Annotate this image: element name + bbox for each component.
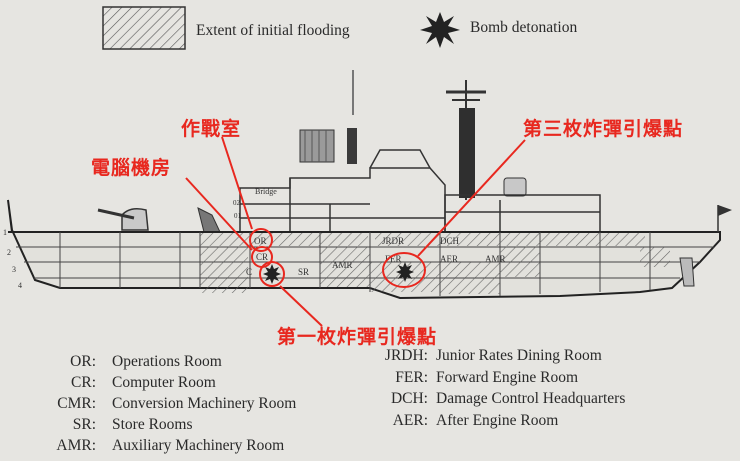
deck-4-label: 4	[18, 281, 22, 290]
computer-room-pointer	[185, 177, 253, 251]
amr-aft-label: AMR	[485, 254, 506, 264]
forward-gun	[97, 207, 221, 233]
abbr-key: FER:	[395, 369, 428, 386]
abbr-value: Conversion Machinery Room	[112, 395, 297, 412]
mast	[299, 70, 527, 200]
dch-label: DCH	[440, 236, 460, 246]
flooding-legend-label: Extent of initial flooding	[196, 22, 350, 39]
abbr-value: Store Rooms	[112, 416, 193, 433]
abbr-value: Damage Control Headquarters	[436, 390, 626, 407]
cr-label: CR	[256, 252, 268, 262]
abbr-key: CMR:	[57, 395, 96, 412]
superstructure	[239, 149, 601, 232]
ops-room-pointer	[221, 136, 253, 230]
abbr-key: CR:	[71, 374, 96, 391]
abbr-key: OR:	[70, 353, 96, 370]
fer-label: FER	[385, 254, 402, 264]
cmr-label: C	[246, 267, 252, 277]
third-bomb-pointer	[417, 139, 526, 257]
abbr-value: Junior Rates Dining Room	[436, 347, 602, 364]
abbr-key: JRDH:	[384, 347, 428, 364]
third-bomb-circle	[382, 252, 426, 288]
first-bomb-circle	[259, 261, 285, 287]
deck-3-label: 3	[12, 265, 16, 274]
bomb-legend-icon	[420, 12, 460, 48]
ops-room-annotation: 作戰室	[181, 118, 242, 140]
first-bomb-icon	[263, 264, 281, 284]
deck-02-label: 02	[233, 199, 241, 207]
abbr-value: Operations Room	[112, 353, 222, 370]
compartment-labels: Bridge 02 01 OR CR C SR AMR JRDR DCH FER…	[3, 187, 506, 290]
abbr-key: SR:	[72, 416, 96, 433]
amr-fwd-label: AMR	[332, 260, 353, 270]
first-bomb-annotation: 第一枚炸彈引爆點	[277, 326, 438, 348]
abbr-value: Computer Room	[112, 374, 216, 391]
deck-2-label: 2	[7, 248, 11, 257]
bridge-label: Bridge	[255, 187, 277, 196]
first-bomb-pointer	[279, 285, 323, 327]
third-bomb-icon	[396, 262, 414, 282]
computer-room-annotation: 電腦機房	[91, 157, 172, 179]
abbr-key: DCH:	[390, 390, 428, 407]
bomb-legend-label: Bomb detonation	[470, 19, 578, 36]
aer-label: AER	[440, 254, 458, 264]
deck-01-label: 01	[234, 212, 242, 220]
abbr-key: AMR:	[56, 437, 96, 454]
sr-label: SR	[298, 267, 309, 277]
jrdr-label: JRDR	[382, 236, 404, 246]
stern	[679, 205, 732, 287]
abbr-key: AER:	[392, 412, 428, 429]
flooding-area	[200, 233, 670, 294]
abbr-value: After Engine Room	[436, 412, 559, 429]
abbr-value: Forward Engine Room	[436, 369, 579, 386]
or-circle	[249, 228, 273, 252]
flooding-legend-swatch	[102, 6, 186, 50]
third-bomb-annotation: 第三枚炸彈引爆點	[523, 118, 684, 140]
deck-1-label: 1	[3, 228, 7, 237]
abbr-value: Auxiliary Machinery Room	[112, 437, 285, 454]
or-label: OR	[254, 236, 267, 246]
red-markup	[185, 136, 526, 327]
